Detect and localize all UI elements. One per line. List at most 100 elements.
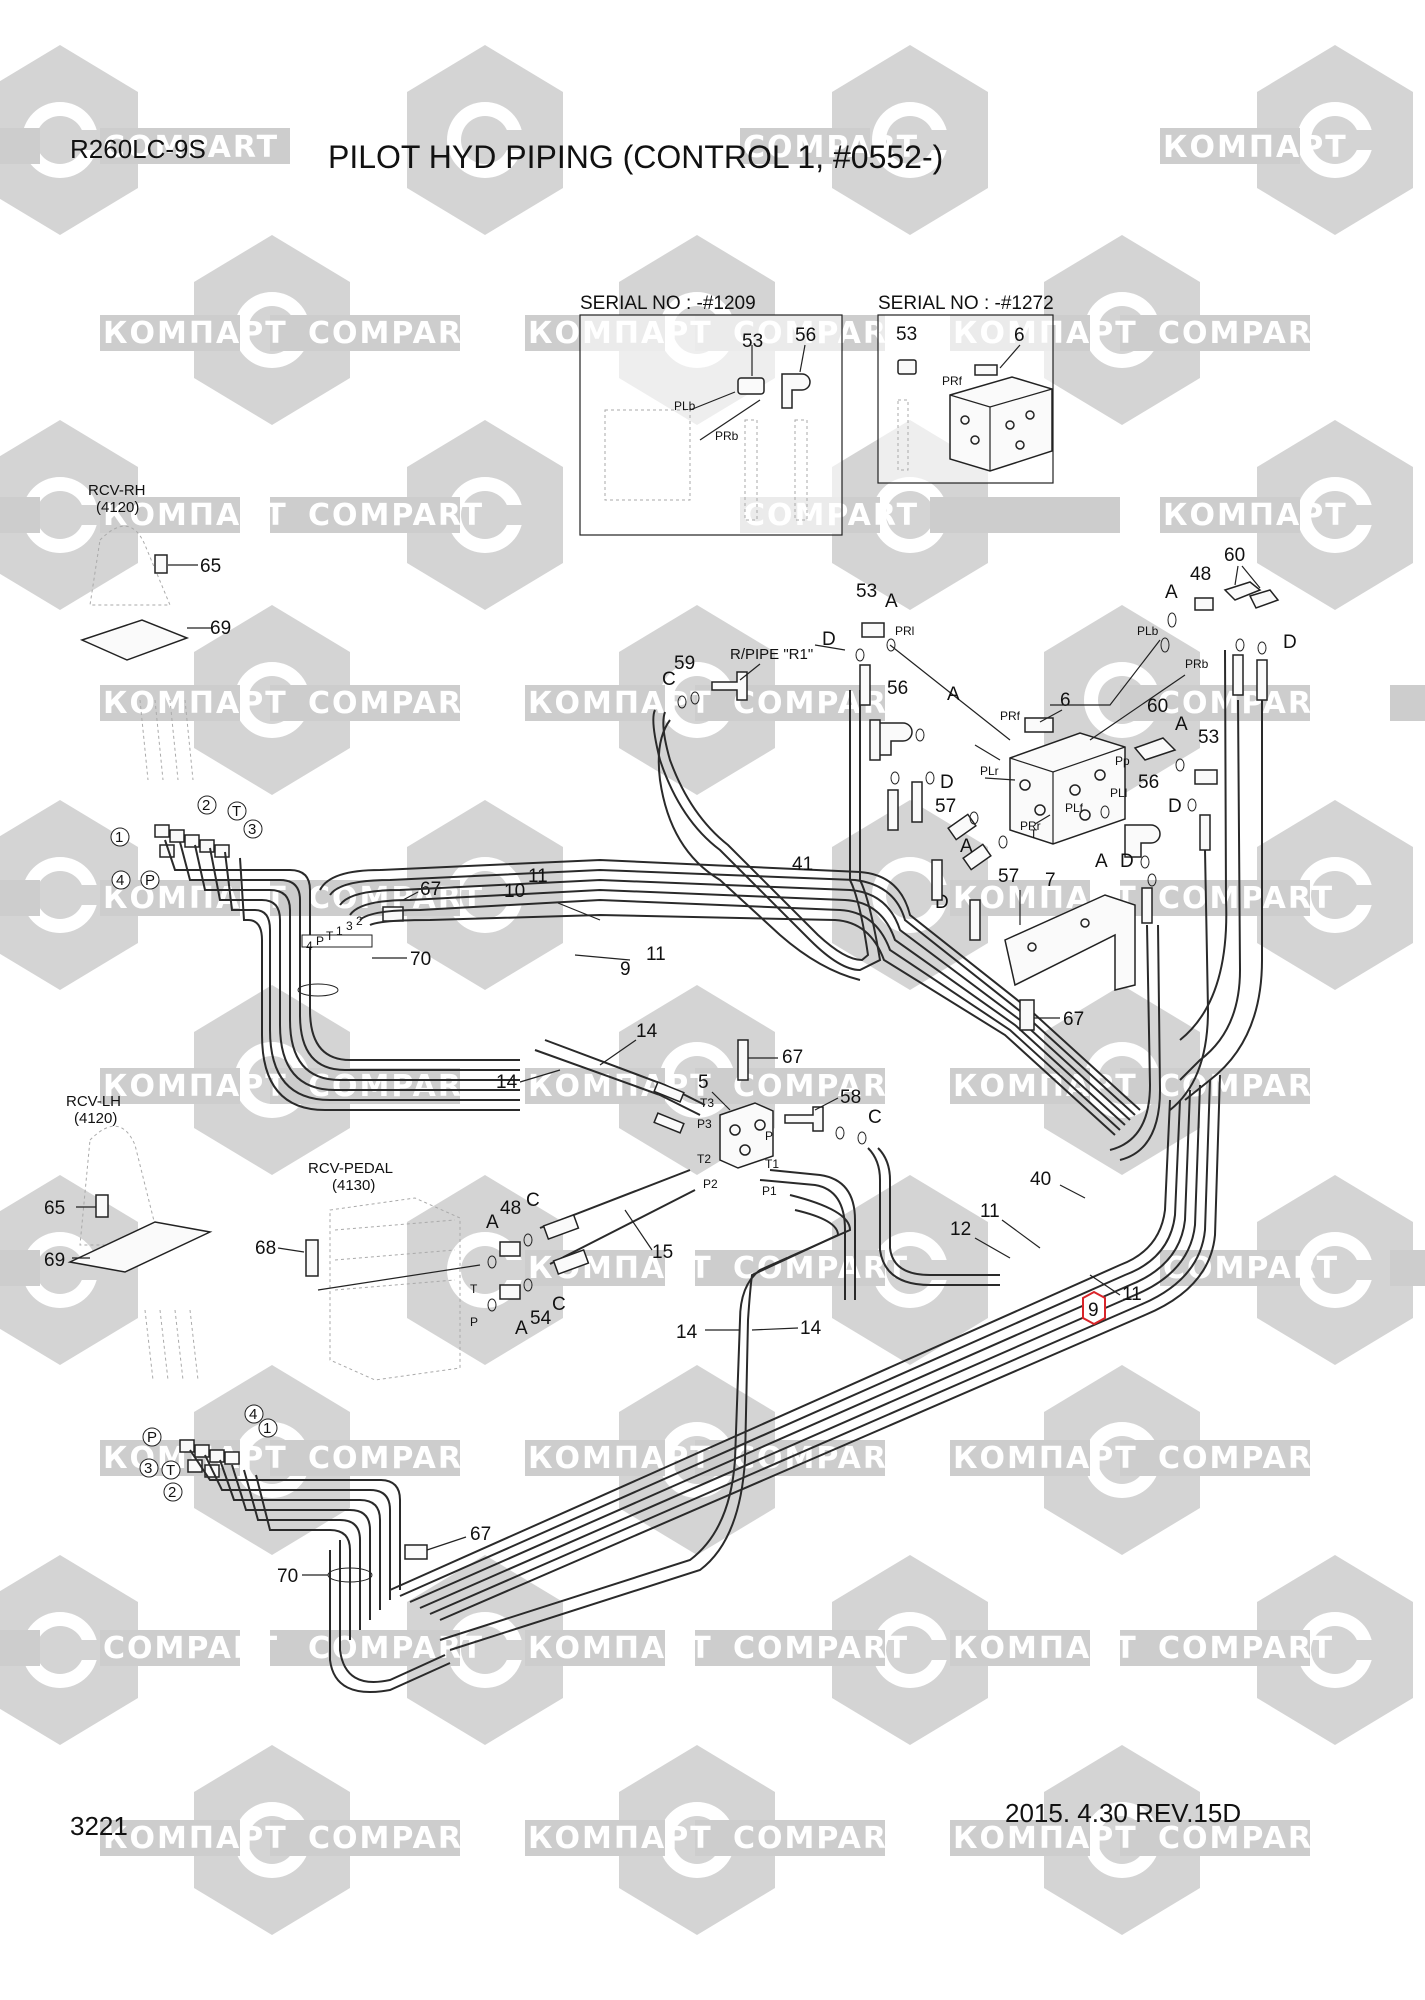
leader-line — [999, 344, 1021, 369]
watermark-word: COMPART — [1158, 316, 1334, 351]
callout: D — [940, 772, 954, 793]
port-label: PRf — [1000, 709, 1021, 723]
inset-serial-1272: SERIAL NO : -#1272 53 6 PRf — [877, 293, 1054, 484]
port-label: T1 — [765, 1157, 779, 1171]
callout: 70 — [277, 1566, 298, 1587]
model-name: R260LC-9S — [70, 134, 206, 164]
callout: 67 — [1063, 1009, 1084, 1030]
leader-line — [557, 902, 601, 921]
watermark-word: КОМПАРТ — [103, 686, 288, 721]
component-code: (4120) — [96, 499, 139, 516]
pedal-valve-outline — [329, 1197, 461, 1381]
port-hole — [970, 435, 980, 445]
component-name: RCV-LH — [66, 1093, 121, 1110]
port-label: P — [765, 1129, 773, 1143]
fitting-57-icon — [947, 813, 977, 841]
inset-frame — [579, 314, 843, 536]
watermark-word: КОМПАРТ — [103, 498, 288, 533]
callout: 14 — [496, 1072, 518, 1093]
inset-heading: SERIAL NO : -#1209 — [580, 293, 756, 314]
lever-boot-icon — [79, 1125, 161, 1246]
watermark-word: КОМПАРТ — [1163, 130, 1348, 165]
rcv-pedal-group: RCV-PEDAL (4130) 68 T P 48 C A C 54 A — [255, 1160, 566, 1381]
callout: 11 — [1122, 1284, 1142, 1305]
watermark-word: COMPART — [103, 130, 279, 165]
fitting-48-icon — [1194, 597, 1214, 611]
inset-serial-1209: SERIAL NO : -#1209 53 56 PLb PRb — [579, 293, 843, 536]
watermark-word: COMPART — [308, 498, 484, 533]
watermark-word: КОМПАРТ — [103, 1821, 288, 1856]
callout: 11 — [528, 866, 548, 887]
tube-mark: 4 — [306, 939, 313, 953]
port-label: P1 — [762, 1184, 777, 1198]
watermark-word: COMPART — [308, 1069, 484, 1104]
page-number: 3221 — [70, 1811, 128, 1841]
watermark-word: КОМПАРТ — [953, 1821, 1138, 1856]
callout: 6 — [1014, 325, 1025, 346]
fitting-53-icon — [897, 359, 917, 375]
watermark-word: КОМПАРТ — [103, 316, 288, 351]
watermark-word: COMPART — [733, 1251, 909, 1286]
rcv-rh-group: RCV-RH (4120) 65 69 1 2 T 3 4 P — [79, 482, 520, 1111]
ghost-hose — [897, 399, 909, 471]
ghost-hose — [794, 419, 808, 521]
fitting-53-icon — [737, 377, 765, 395]
hose-end — [859, 664, 871, 706]
port-label: PRb — [715, 429, 739, 443]
callout: 14 — [636, 1021, 658, 1042]
fitting-56-icon — [781, 373, 811, 409]
port-label: T3 — [700, 1096, 714, 1110]
return-line — [657, 719, 861, 981]
tube-bundle-rh: 70 — [164, 839, 520, 1111]
component-code: (4130) — [332, 1177, 375, 1194]
inset-heading: SERIAL NO : -#1272 — [878, 293, 1054, 314]
watermark-word: КОМПАРТ — [953, 1069, 1138, 1104]
fitting-6-icon — [974, 364, 998, 376]
page-title: PILOT HYD PIPING (CONTROL 1, #0552-) — [328, 139, 943, 175]
bolt-65-icon — [154, 554, 168, 574]
watermark-word: COMPART — [308, 1441, 484, 1476]
callout: 6 — [1060, 690, 1071, 711]
callout: 40 — [1030, 1169, 1051, 1190]
callout-highlighted: 9 — [1088, 1300, 1099, 1321]
leader-line — [799, 344, 806, 373]
port-label: PLl — [1110, 786, 1127, 800]
port-hole — [1005, 420, 1015, 430]
circled-port-group-rh: 1 2 T 3 4 P — [110, 795, 263, 890]
watermark-word: COMPART — [1163, 1251, 1339, 1286]
bracket-7-icon — [1004, 894, 1136, 991]
clamp-70 — [301, 934, 373, 948]
callout: A — [960, 836, 973, 857]
port-marker: 4 — [116, 872, 124, 889]
callout: C — [552, 1294, 566, 1315]
ghost-valve — [604, 409, 691, 501]
tube-mark: 3 — [346, 919, 353, 933]
tube-mark: 2 — [356, 914, 363, 928]
tube-mark: 1 — [336, 924, 343, 938]
watermark-word: COMPART — [308, 1821, 484, 1856]
watermark-word: COMPART — [1158, 881, 1334, 916]
callout: 5 — [698, 1072, 709, 1093]
callout: 12 — [950, 1219, 971, 1240]
callout: 11 — [646, 944, 666, 965]
port-hole — [960, 415, 970, 425]
watermark-word: КОМПАРТ — [528, 1631, 713, 1666]
watermark-word: COMPART — [1158, 1821, 1334, 1856]
callout: A — [947, 684, 960, 705]
callout: 59 — [674, 653, 695, 674]
callout: 41 — [792, 854, 813, 875]
leader-line — [402, 891, 419, 901]
callout: 7 — [1045, 870, 1056, 891]
fitting-54-icon — [499, 1284, 521, 1300]
callout: 67 — [470, 1524, 491, 1545]
valve-block-icon — [949, 376, 1053, 472]
port-label: T — [470, 1282, 478, 1296]
port-label: Pp — [1115, 754, 1130, 768]
callout: A — [515, 1318, 528, 1339]
fitting-6-icon — [1024, 717, 1054, 733]
tube-bundle-lh — [189, 1449, 451, 1693]
watermark-word: COMPART — [308, 686, 484, 721]
callout: 10 — [504, 881, 525, 902]
port-label: PRf — [942, 374, 963, 388]
watermark-word: COMPART — [308, 316, 484, 351]
